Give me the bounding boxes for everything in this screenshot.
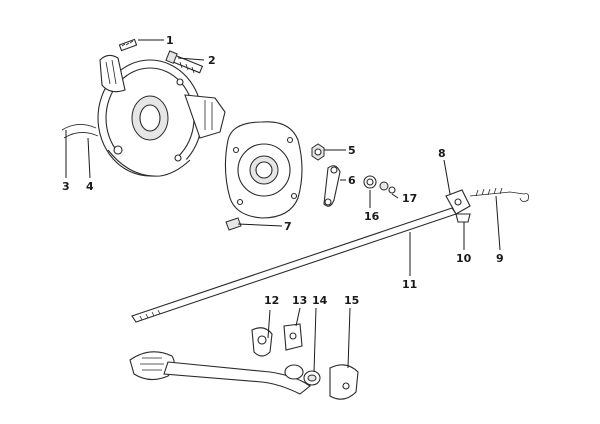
part-11-rod — [131, 207, 457, 323]
cover-plate — [224, 121, 303, 219]
callout-2: 2 — [208, 54, 216, 67]
part-1-screw — [118, 38, 138, 52]
part-10-link — [455, 213, 471, 223]
part-2-bolt — [165, 50, 204, 74]
part-17-pin — [379, 181, 396, 194]
callout-4: 4 — [86, 180, 94, 193]
callout-11: 11 — [402, 278, 417, 291]
part-8-clevis — [445, 189, 471, 215]
callout-5: 5 — [348, 144, 356, 157]
part-14-bushing — [284, 364, 321, 386]
callout-17: 17 — [402, 192, 417, 205]
part-13-shaft-arm — [283, 323, 303, 351]
brake-pedal — [129, 351, 311, 395]
brake-housing — [61, 54, 226, 177]
callout-13: 13 — [292, 294, 307, 307]
callout-6: 6 — [348, 174, 356, 187]
callout-1: 1 — [166, 34, 174, 47]
callout-15: 15 — [344, 294, 359, 307]
part-16-washer — [363, 175, 377, 189]
part-15-return-lever — [329, 364, 359, 400]
callout-9: 9 — [496, 252, 504, 265]
callout-8: 8 — [438, 147, 446, 160]
part-12-bracket — [251, 327, 273, 357]
callout-7: 7 — [284, 220, 292, 233]
part-7-key — [225, 217, 242, 231]
callout-12: 12 — [264, 294, 279, 307]
leader-lines — [65, 39, 501, 373]
callout-10: 10 — [456, 252, 472, 265]
callout-14: 14 — [312, 294, 328, 307]
part-5-nut — [311, 143, 325, 161]
callout-3: 3 — [62, 180, 70, 193]
callout-16: 16 — [364, 210, 380, 223]
part-9-spring — [469, 187, 529, 202]
callout-labels: 1 2 3 4 5 6 7 8 9 10 11 12 13 14 15 16 1… — [62, 34, 504, 307]
part-6-lever — [323, 165, 341, 207]
